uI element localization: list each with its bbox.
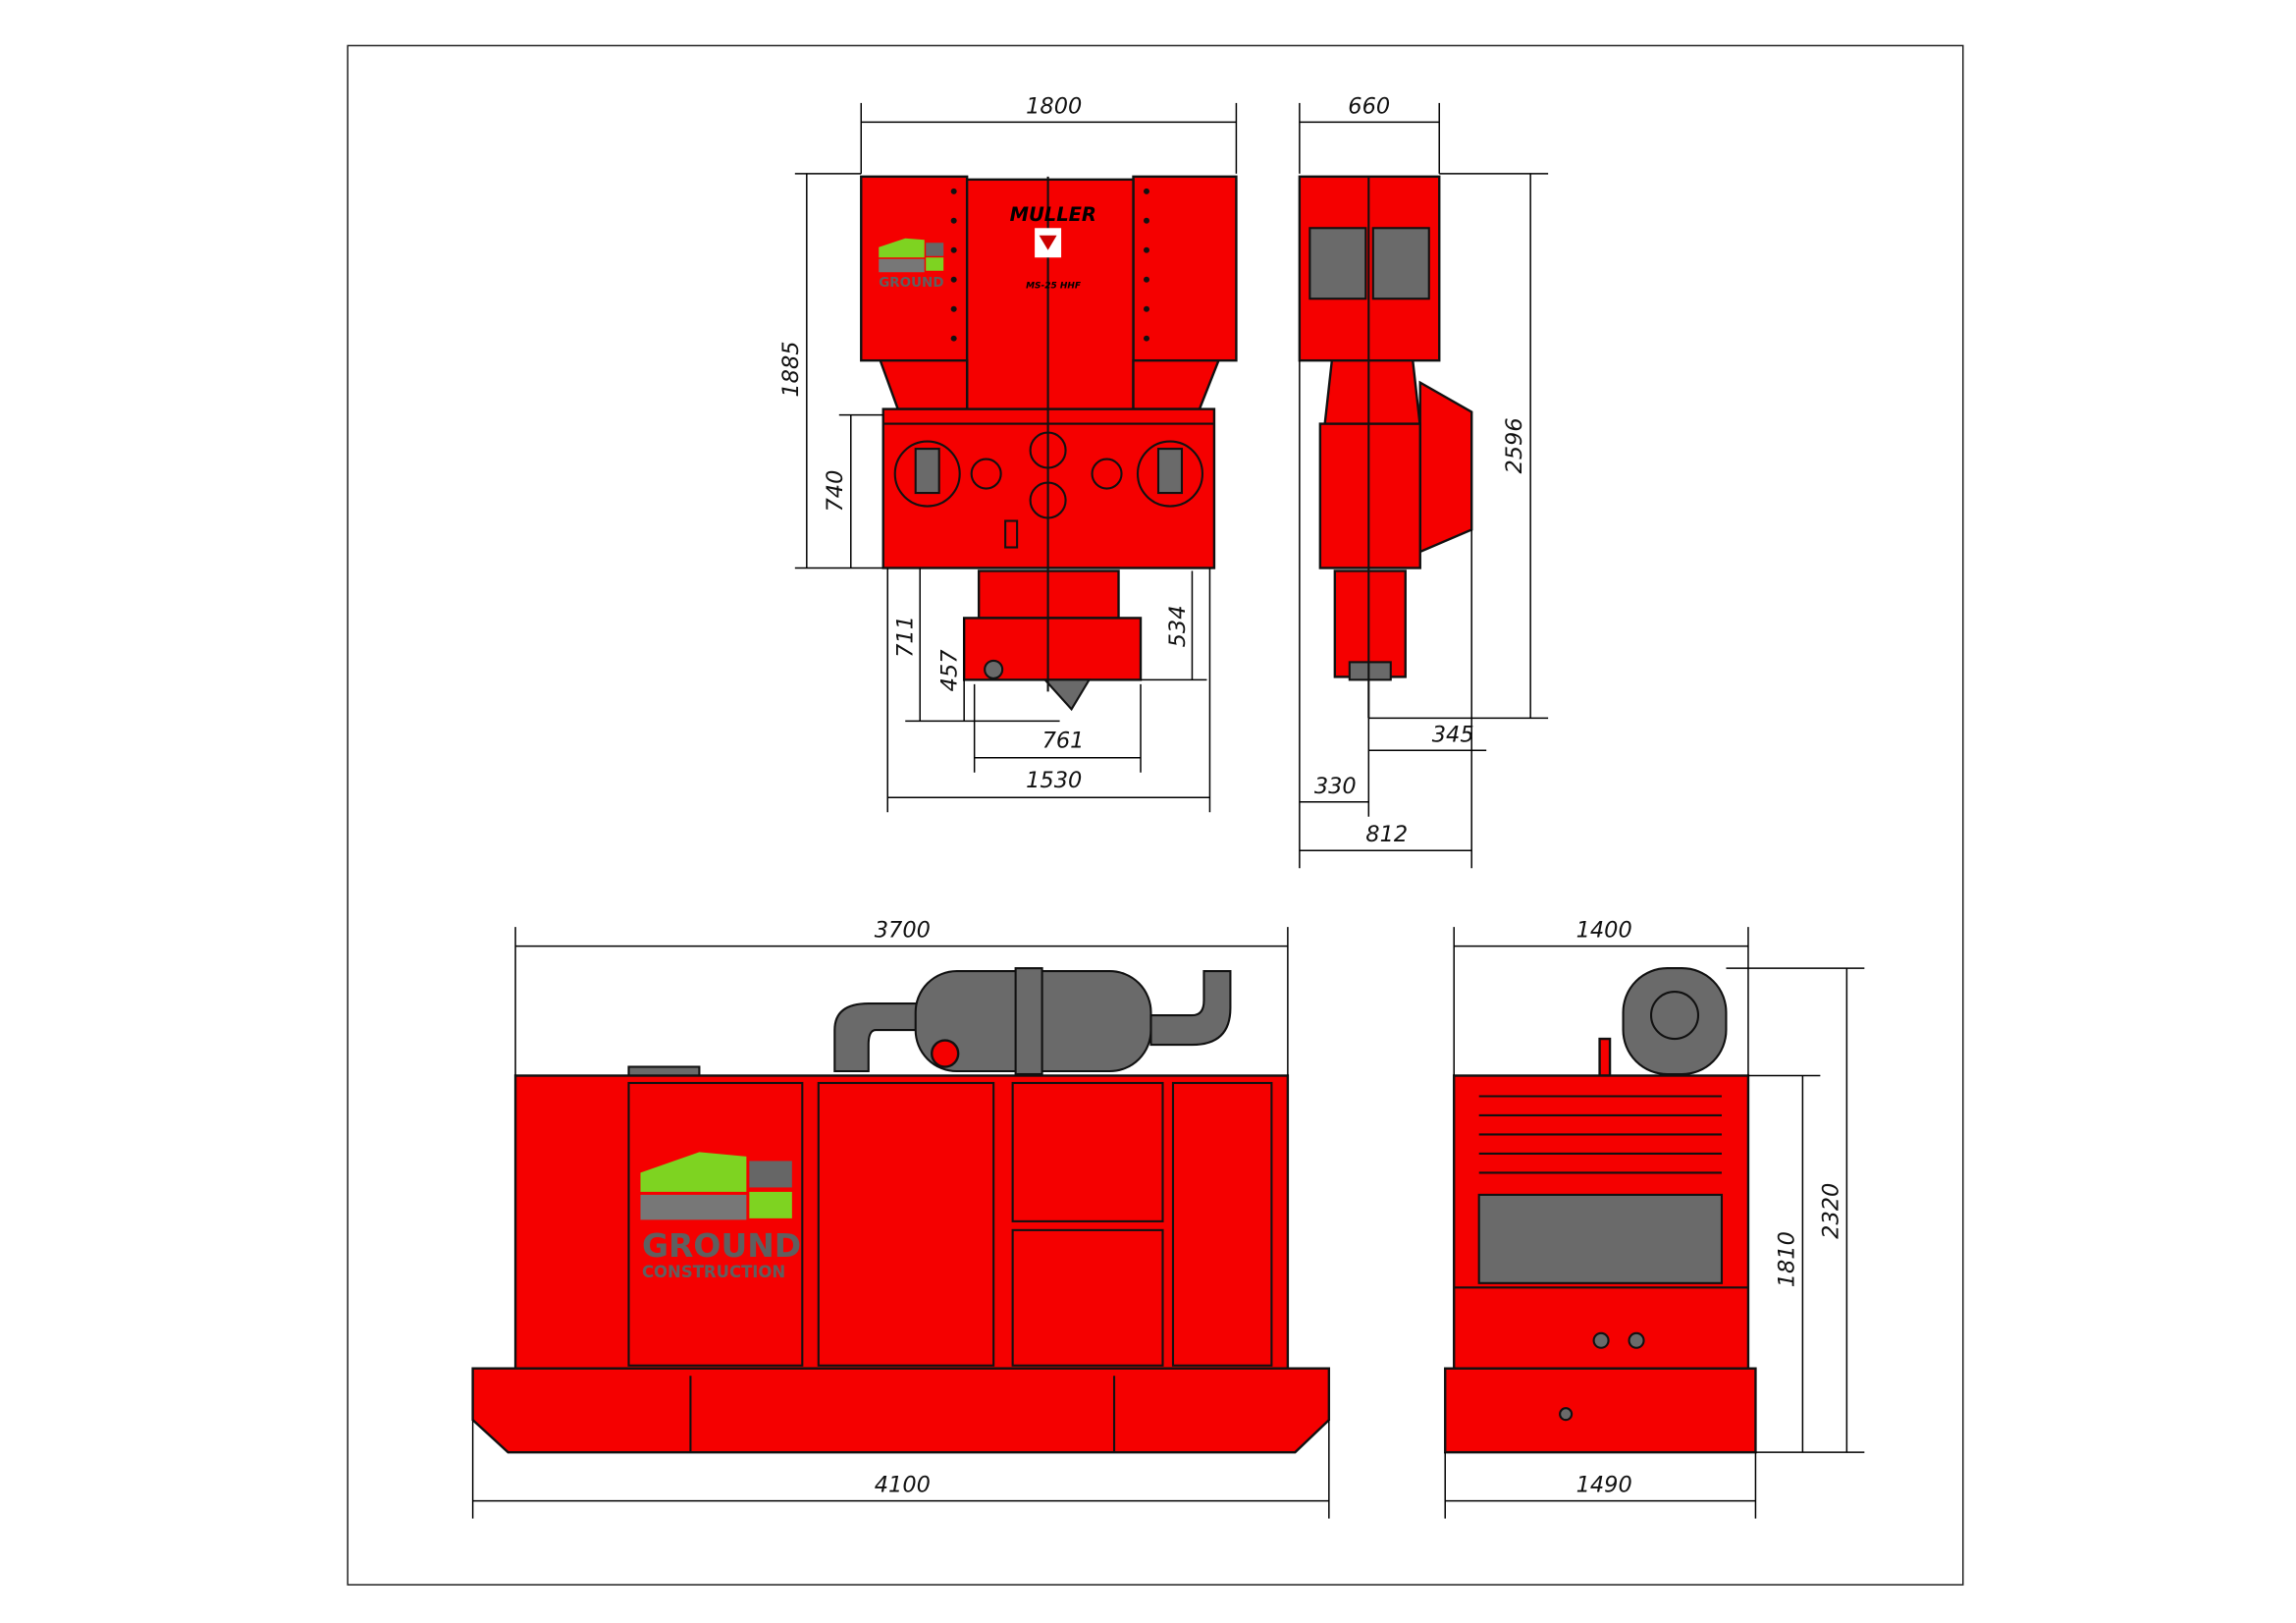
dim-345: 345 <box>1432 722 1474 747</box>
ground-construction-logo: GROUND <box>879 238 944 291</box>
dim-4100: 4100 <box>875 1473 931 1498</box>
dim-1800: 1800 <box>1026 93 1082 119</box>
model-label: MS-25 HHF <box>1026 282 1082 292</box>
dim-660: 660 <box>1348 93 1390 119</box>
svg-text:GROUND: GROUND <box>642 1226 801 1265</box>
svg-text:GROUND: GROUND <box>879 275 943 291</box>
dim-1490: 1490 <box>1576 1473 1632 1498</box>
svg-text:CONSTRUCTION: CONSTRUCTION <box>642 1263 785 1281</box>
dim-740: 740 <box>823 470 848 513</box>
dim-812: 812 <box>1365 822 1408 847</box>
ground-construction-logo-large: GROUND CONSTRUCTION <box>640 1152 801 1281</box>
side-view <box>1298 175 1473 719</box>
dim-711: 711 <box>893 616 919 658</box>
dim-2596: 2596 <box>1502 417 1527 473</box>
dimensions <box>471 102 1865 1519</box>
dim-2320: 2320 <box>1818 1183 1843 1239</box>
brand-label: MULLER <box>1010 203 1096 226</box>
dim-1530: 1530 <box>1026 768 1082 793</box>
power-pack-end-view <box>1444 967 1757 1454</box>
dim-1400: 1400 <box>1576 918 1632 944</box>
dim-1885: 1885 <box>778 341 804 397</box>
drawing-frame <box>347 44 1964 1586</box>
dim-457: 457 <box>937 649 963 692</box>
dim-534: 534 <box>1165 606 1191 648</box>
dimension-labels: 1800 1885 740 711 457 534 761 1530 660 2… <box>778 93 1844 1497</box>
dim-761: 761 <box>1042 728 1085 753</box>
dim-1810: 1810 <box>1774 1231 1799 1287</box>
dim-3700: 3700 <box>875 918 931 944</box>
front-view: MULLER MS-25 HHF GROUND <box>860 175 1238 712</box>
power-pack-side-view: GROUND CONSTRUCTION <box>471 967 1331 1454</box>
dim-330: 330 <box>1314 774 1357 799</box>
